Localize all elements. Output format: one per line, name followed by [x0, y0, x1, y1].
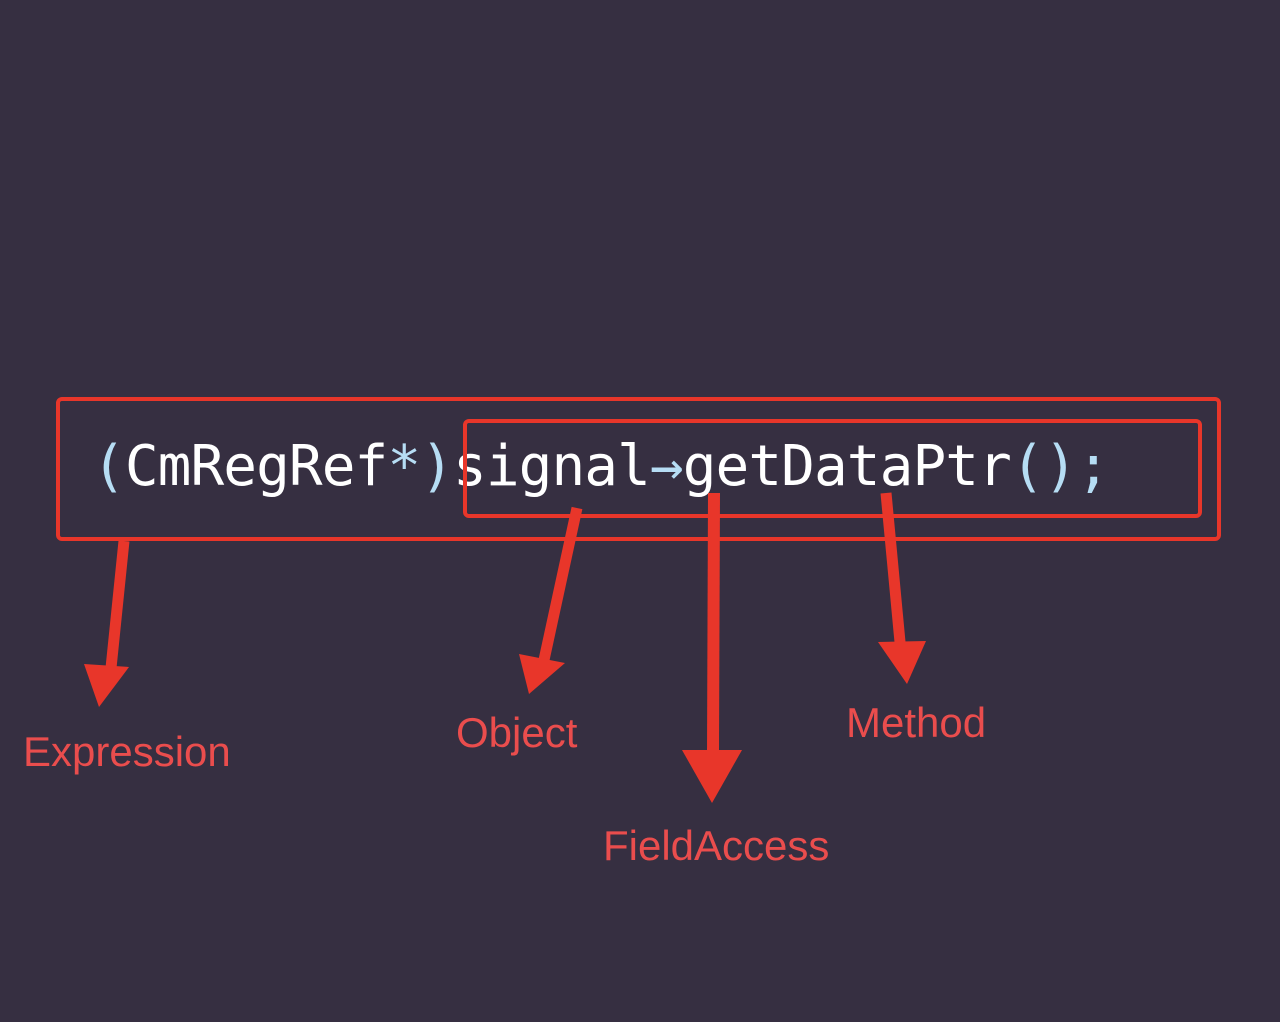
method-label: Method — [846, 699, 987, 746]
object-arrow — [519, 506, 583, 694]
statement-semicolon: ; — [1076, 434, 1111, 499]
call-parens: () — [1010, 434, 1078, 499]
expression-arrow — [84, 540, 130, 707]
field-access-label: FieldAccess — [603, 822, 830, 869]
field-access-box — [463, 419, 1202, 518]
pointer-star: * — [387, 434, 421, 499]
cast-open-paren: ( — [92, 434, 126, 499]
method-identifier: getDataPtr — [682, 434, 1012, 499]
method-arrow — [878, 492, 926, 684]
expression-box — [56, 397, 1221, 541]
object-identifier: signal — [453, 434, 651, 499]
cast-close-paren: ) — [420, 434, 454, 499]
cast-type: CmRegRef — [124, 434, 388, 499]
member-arrow-operator: → — [649, 434, 684, 499]
object-label: Object — [456, 709, 578, 756]
expression-label: Expression — [23, 728, 231, 775]
field-access-arrow — [682, 492, 742, 803]
code-line: (CmRegRef*)signal→getDataPtr(); — [92, 434, 1111, 500]
